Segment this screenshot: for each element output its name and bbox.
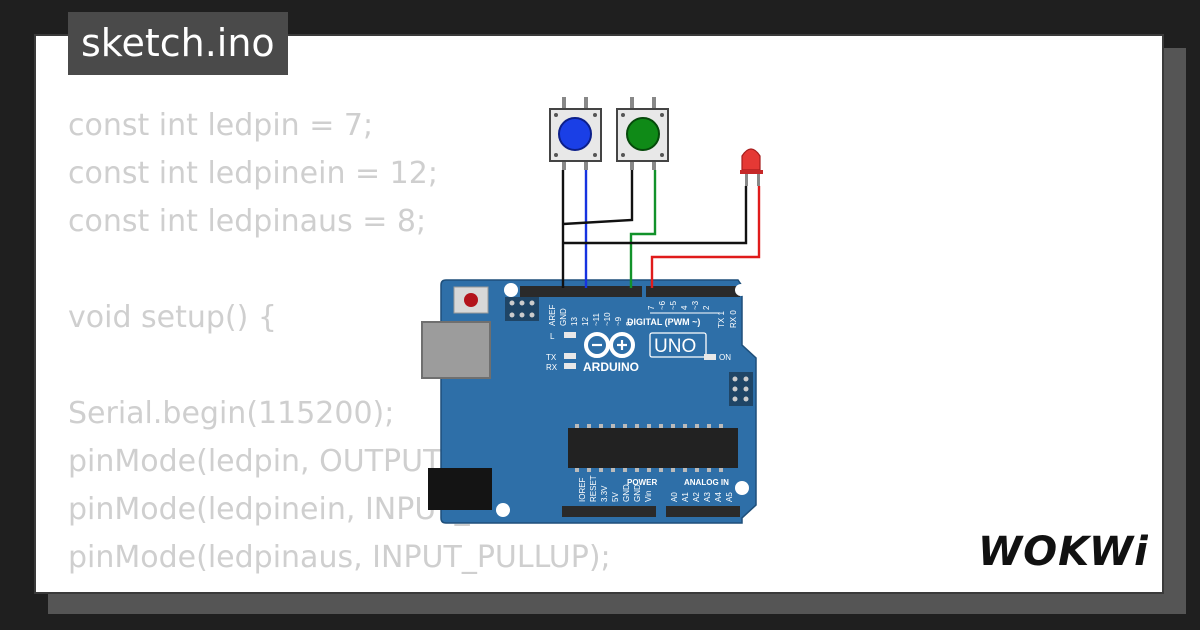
pin-label: TX 1 bbox=[717, 311, 726, 328]
arduino-uno-board[interactable]: AREF GND 13 12 ~11 ~10 ~9 8 7 ~6 ~5 4 ~3… bbox=[421, 279, 757, 524]
pin-label: GND bbox=[559, 308, 568, 326]
led-body bbox=[741, 148, 761, 171]
pin-label: AREF bbox=[548, 305, 557, 326]
pin-label: IOREF bbox=[578, 477, 587, 502]
pushbutton-green[interactable] bbox=[616, 97, 669, 170]
rx-label: RX bbox=[546, 363, 558, 372]
pin-label: 5V bbox=[611, 492, 620, 502]
pin-label: RESET bbox=[589, 475, 598, 502]
pin-label: ~5 bbox=[669, 300, 678, 310]
wire-green-pin8 bbox=[629, 170, 657, 288]
led-rx-indicator bbox=[564, 363, 576, 369]
pin-label: RX 0 bbox=[729, 310, 738, 328]
usb-connector bbox=[421, 321, 491, 379]
mounting-hole bbox=[504, 283, 518, 297]
mounting-hole bbox=[735, 481, 749, 495]
file-tab-title[interactable]: sketch.ino bbox=[68, 12, 288, 75]
uno-badge bbox=[649, 332, 707, 358]
pin-label: A4 bbox=[714, 492, 723, 502]
wires bbox=[561, 170, 761, 288]
digital-header-right bbox=[646, 286, 740, 297]
mounting-hole bbox=[735, 284, 747, 296]
pin-label: 12 bbox=[581, 317, 590, 326]
pin-label: A2 bbox=[692, 492, 701, 502]
reset-button-cap bbox=[464, 293, 478, 307]
power-jack bbox=[428, 468, 492, 510]
code-line: const int ledpinaus = 8; bbox=[68, 204, 427, 239]
code-line: Serial.begin(115200); bbox=[68, 396, 395, 431]
icsp-header bbox=[505, 297, 539, 321]
uno-label: UNO bbox=[654, 336, 696, 357]
wokwi-logo: WOKWi bbox=[978, 529, 1148, 575]
power-label: POWER bbox=[627, 478, 657, 487]
analog-label: ANALOG IN bbox=[684, 478, 729, 487]
digital-header-left bbox=[520, 286, 642, 297]
tx-label: TX bbox=[546, 353, 557, 362]
chip-pins bbox=[575, 424, 723, 472]
analog-header bbox=[666, 506, 740, 517]
code-line: pinMode(ledpin, OUTPUT); bbox=[68, 444, 464, 479]
pushbutton-blue[interactable] bbox=[549, 97, 602, 170]
red-led[interactable] bbox=[740, 148, 763, 186]
pin-label: ~3 bbox=[691, 300, 700, 310]
code-editor[interactable]: const int ledpin = 7; const int ledpinei… bbox=[68, 102, 611, 582]
button-cap-green bbox=[626, 117, 660, 151]
pin-label: ~9 bbox=[614, 316, 623, 326]
icsp2-header bbox=[729, 372, 753, 406]
wire-red-pin7 bbox=[650, 186, 761, 288]
pin-label: ~10 bbox=[603, 312, 612, 326]
on-label: ON bbox=[719, 353, 731, 362]
pin-label: A3 bbox=[703, 492, 712, 502]
led-tx-indicator bbox=[564, 353, 576, 359]
wire-black-led-gnd bbox=[563, 186, 748, 245]
wokwi-logo-text: WOKWi bbox=[978, 529, 1148, 575]
arduino-brand-label: ARDUINO bbox=[583, 360, 639, 374]
pin-label: 3.3V bbox=[600, 485, 609, 502]
pin-label: 8 bbox=[625, 321, 634, 326]
code-line: void setup() { bbox=[68, 300, 277, 335]
digital-label: DIGITAL (PWM ~) bbox=[627, 317, 700, 327]
pin-label: 7 bbox=[647, 305, 656, 310]
pin-label: GND bbox=[622, 484, 631, 502]
led-l-indicator bbox=[564, 332, 576, 338]
pin-label: A0 bbox=[670, 492, 679, 502]
button-cap-blue bbox=[558, 117, 592, 151]
mounting-hole bbox=[496, 503, 510, 517]
pin-label: ~11 bbox=[592, 312, 601, 326]
code-line: const int ledpin = 7; bbox=[68, 108, 374, 143]
code-line: const int ledpinein = 12; bbox=[68, 156, 438, 191]
pin-label: A1 bbox=[681, 492, 690, 502]
pin-label: GND bbox=[633, 484, 642, 502]
pin-label: ~6 bbox=[658, 300, 667, 310]
pin-label: 4 bbox=[680, 305, 689, 310]
pin-label: 2 bbox=[702, 305, 711, 310]
power-header bbox=[562, 506, 656, 517]
arduino-logo-symbols bbox=[592, 340, 627, 350]
code-line: pinMode(ledpinaus, INPUT_PULLUP); bbox=[68, 540, 611, 575]
wire-black-gnd-2 bbox=[562, 170, 634, 226]
led-l-label: L bbox=[550, 332, 555, 341]
led-on-indicator bbox=[704, 354, 716, 360]
pin-label: Vin bbox=[644, 491, 653, 502]
pin-label: 13 bbox=[570, 317, 579, 326]
microcontroller-chip bbox=[568, 428, 738, 468]
arduino-logo bbox=[584, 332, 635, 358]
pin-label: A5 bbox=[725, 492, 734, 502]
